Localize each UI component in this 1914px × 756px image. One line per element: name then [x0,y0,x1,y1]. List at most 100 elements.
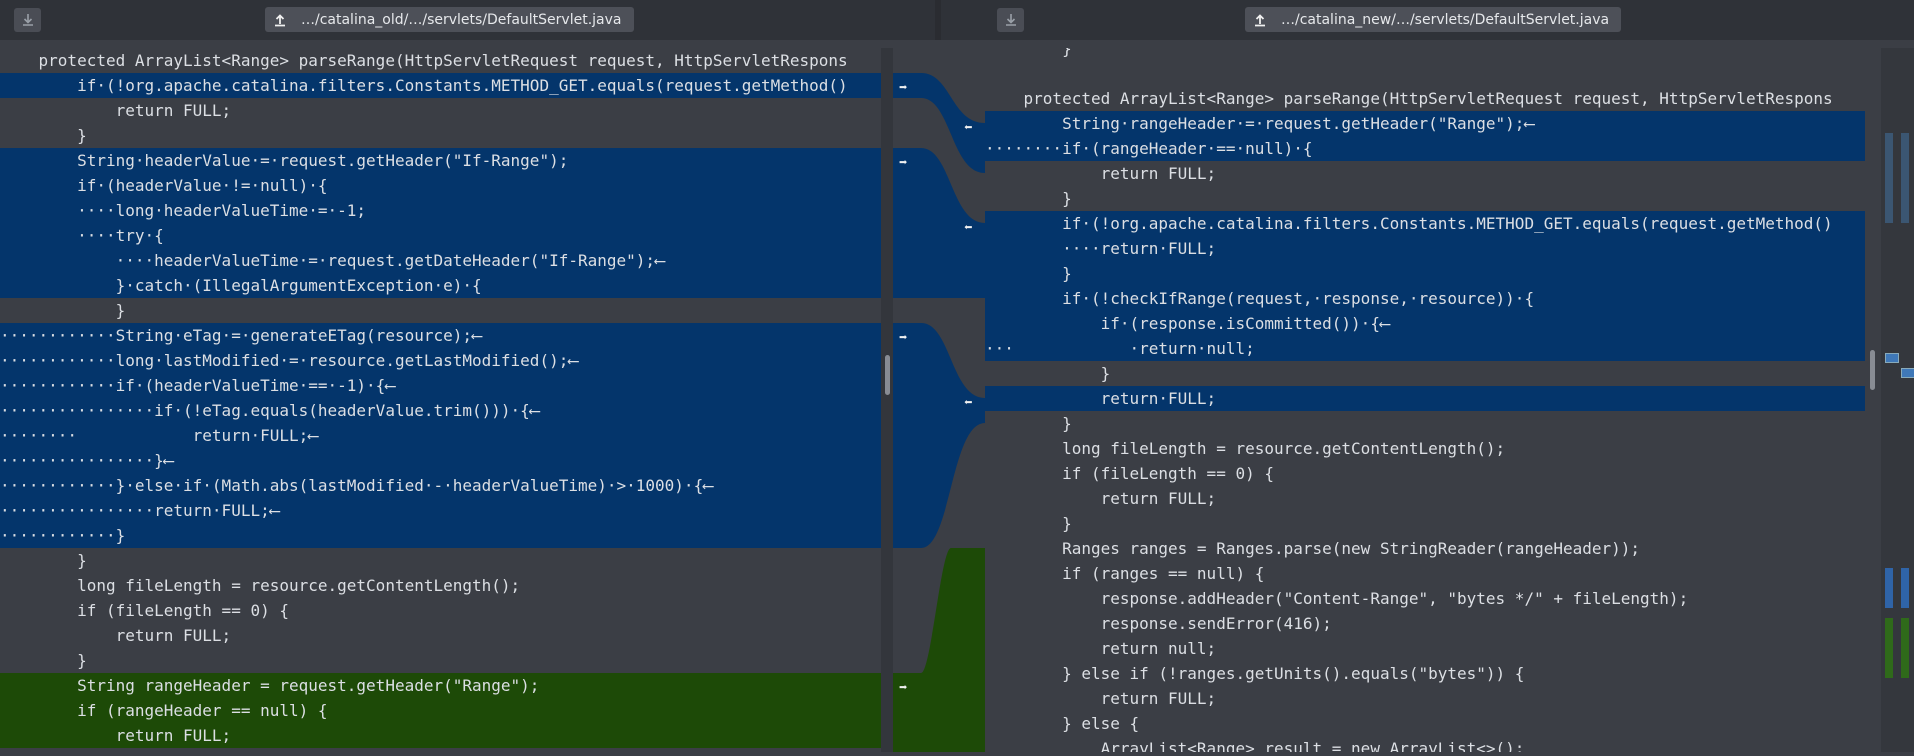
left-code-pane[interactable]: protected ArrayList<Range> parseRange(Ht… [0,48,881,752]
code-line[interactable]: protected ArrayList<Range> parseRange(Ht… [0,48,881,73]
code-line[interactable]: } [0,298,881,323]
code-text: return FULL; [0,726,232,745]
diff-overview-ruler[interactable] [1881,48,1914,752]
code-line[interactable]: ArrayList<Range> result = new ArrayList<… [985,736,1865,752]
arrow-right-icon[interactable]: ➡ [899,680,907,696]
code-line[interactable]: if (fileLength == 0) { [985,461,1865,486]
code-line[interactable]: } [0,648,881,673]
code-line[interactable]: ············}·else·if·(Math.abs(lastModi… [0,473,881,498]
code-text: ············long·lastModified·=·resource… [0,351,578,370]
code-line[interactable]: } [985,48,1865,61]
code-text: } [985,414,1072,433]
code-line[interactable]: ············long·lastModified·=·resource… [0,348,881,373]
code-line[interactable]: return FULL; [0,98,881,123]
code-line[interactable]: ················return·FULL;⟵ [0,498,881,523]
code-line[interactable]: if·(headerValue·!=·null)·{ [0,173,881,198]
code-line[interactable]: response.addHeader("Content-Range", "byt… [985,586,1865,611]
code-line[interactable]: if·(response.isCommitted())·{⟵ [985,311,1865,336]
right-scrollbar-thumb[interactable] [1870,350,1875,390]
code-line[interactable]: ··· ·return·null; [985,336,1865,361]
arrow-right-icon[interactable]: ➡ [899,155,907,171]
code-line[interactable]: } else { [985,711,1865,736]
code-line[interactable]: String·headerValue·=·request.getHeader("… [0,148,881,173]
code-text: ············String·eTag·=·generateETag(r… [0,326,482,345]
code-line[interactable]: } [985,186,1865,211]
left-file-path-button[interactable]: …/catalina_old/…/servlets/DefaultServlet… [265,7,634,32]
code-line[interactable]: ········ return·FULL;⟵ [0,423,881,448]
download-icon[interactable] [14,8,41,32]
right-file-path: …/catalina_new/…/servlets/DefaultServlet… [1281,11,1610,28]
code-text: ····return·FULL; [985,239,1217,258]
code-line[interactable]: if·(!checkIfRange(request,·response,·res… [985,286,1865,311]
code-line[interactable]: return FULL; [0,623,881,648]
code-text: } [0,126,87,145]
code-line[interactable]: } [0,123,881,148]
code-text: if (fileLength == 0) { [985,464,1274,483]
code-line[interactable]: ····try·{ [0,223,881,248]
code-line[interactable]: ················}⟵ [0,448,881,473]
code-line[interactable]: } [985,511,1865,536]
code-line[interactable]: ············if·(headerValueTime·==·-1)·{… [0,373,881,398]
right-file-path-button[interactable]: …/catalina_new/…/servlets/DefaultServlet… [1245,7,1622,32]
code-line[interactable]: protected ArrayList<Range> parseRange(Ht… [985,86,1865,111]
code-text: if·(!org.apache.catalina.filters.Constan… [985,214,1833,233]
code-line[interactable]: return FULL; [985,486,1865,511]
code-text: ····long·headerValueTime·=·-1; [0,201,367,220]
code-text: String rangeHeader = request.getHeader("… [0,676,540,695]
code-text: } [985,514,1072,533]
code-text: } else { [985,714,1140,733]
code-line[interactable]: Ranges ranges = Ranges.parse(new StringR… [985,536,1865,561]
code-line[interactable]: if (rangeHeader == null) { [0,698,881,723]
code-line[interactable]: }·catch·(IllegalArgumentException·e)·{ [0,273,881,298]
download-icon[interactable] [997,8,1024,32]
arrow-left-icon[interactable]: ⬅ [964,120,972,136]
code-line[interactable]: String rangeHeader = request.getHeader("… [0,673,881,698]
code-line[interactable]: if·(!org.apache.catalina.filters.Constan… [985,211,1865,236]
code-line[interactable]: ····return·FULL; [985,236,1865,261]
code-line[interactable]: ········if·(rangeHeader·==·null)·{ [985,136,1865,161]
code-text: } [0,301,126,320]
code-line[interactable]: } else if (!ranges.getUnits().equals("by… [985,661,1865,686]
arrow-right-icon[interactable]: ➡ [899,80,907,96]
arrow-left-icon[interactable]: ⬅ [964,220,972,236]
code-line[interactable]: return FULL; [0,723,881,748]
code-text: if·(!org.apache.catalina.filters.Constan… [0,76,848,95]
code-line[interactable]: ············String·eTag·=·generateETag(r… [0,323,881,348]
code-line[interactable]: String·rangeHeader·=·request.getHeader("… [985,111,1865,136]
code-line[interactable]: } [985,261,1865,286]
code-line[interactable]: } [985,361,1865,386]
code-line[interactable]: ····long·headerValueTime·=·-1; [0,198,881,223]
code-line[interactable]: ············} [0,523,881,548]
left-scrollbar[interactable] [881,48,893,752]
code-line[interactable] [985,61,1865,86]
code-text: } [0,651,87,670]
arrow-left-icon[interactable]: ⬅ [964,395,972,411]
right-scrollbar[interactable] [1865,48,1881,752]
code-line[interactable]: if·(!org.apache.catalina.filters.Constan… [0,73,881,98]
code-line[interactable]: return·FULL; [985,386,1865,411]
code-text: return·FULL; [985,389,1217,408]
code-text: String·headerValue·=·request.getHeader("… [0,151,569,170]
code-line[interactable]: ····headerValueTime·=·request.getDateHea… [0,248,881,273]
code-text: return FULL; [0,101,232,120]
code-text: ················return·FULL;⟵ [0,501,280,520]
code-line[interactable]: return FULL; [985,161,1865,186]
code-text: protected ArrayList<Range> parseRange(Ht… [0,51,848,70]
code-line[interactable]: if (ranges == null) { [985,561,1865,586]
left-scrollbar-thumb[interactable] [885,355,890,395]
right-code-pane[interactable]: } protected ArrayList<Range> parseRange(… [985,48,1865,752]
code-text: return FULL; [985,689,1217,708]
code-line[interactable]: } [985,411,1865,436]
code-line[interactable]: } [0,548,881,573]
code-text: long fileLength = resource.getContentLen… [0,576,521,595]
code-line[interactable]: long fileLength = resource.getContentLen… [0,573,881,598]
code-line[interactable]: long fileLength = resource.getContentLen… [985,436,1865,461]
code-text: ············} [0,526,126,545]
code-line[interactable]: response.sendError(416); [985,611,1865,636]
code-line[interactable]: return FULL; [985,686,1865,711]
code-line[interactable]: ················if·(!eTag.equals(headerV… [0,398,881,423]
code-line[interactable]: return null; [985,636,1865,661]
arrow-right-icon[interactable]: ➡ [899,330,907,346]
code-line[interactable]: if (fileLength == 0) { [0,598,881,623]
code-text: ············}·else·if·(Math.abs(lastModi… [0,476,713,495]
